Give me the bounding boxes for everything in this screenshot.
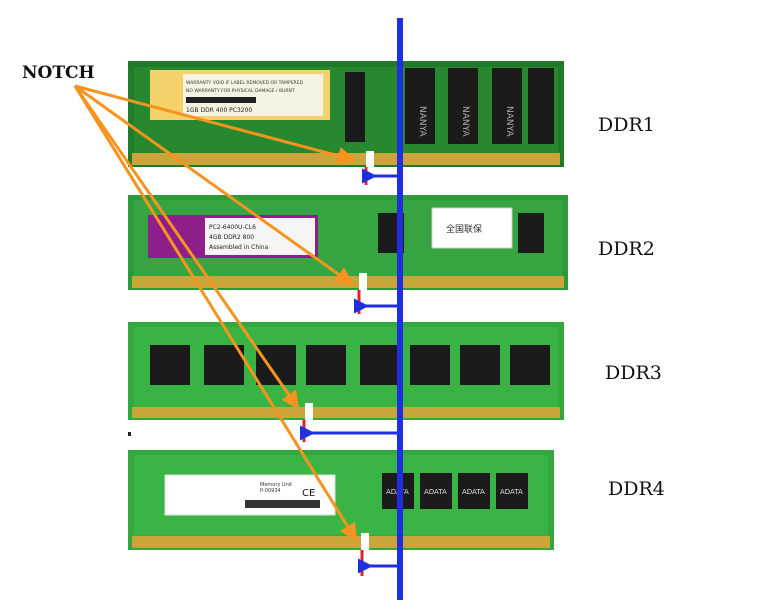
- ddr3-chip: [306, 345, 346, 385]
- ddr2-label: DDR2: [598, 238, 655, 260]
- ddr3-chip: [256, 345, 296, 385]
- notch-arrow-ddr2: [74, 84, 354, 286]
- ddr4-sticker-line2: P-00934: [260, 488, 281, 494]
- ddr3-chip: [204, 345, 244, 385]
- ddr1-sticker-line3: 1GB DDR 400 PC3200: [186, 107, 252, 114]
- ddr3-chip: [410, 345, 450, 385]
- ddr1-chip: [492, 68, 522, 144]
- ddr3-chip: [150, 345, 190, 385]
- notch-label: NOTCH: [22, 63, 95, 83]
- ddr3-chip: [360, 345, 400, 385]
- ddr4-chip: [496, 473, 528, 509]
- ddr1-chip-label: NANYA: [460, 106, 470, 137]
- ddr3-label: DDR3: [605, 362, 662, 384]
- ddr2-sticker-line1: PC2-6400U-CL6: [209, 224, 256, 231]
- notch-arrow-ddr3: [73, 85, 300, 410]
- ddr1-chip: [405, 68, 435, 144]
- notch-arrow-ddr4: [73, 85, 358, 542]
- ddr1-chip-label: NANYA: [417, 106, 427, 137]
- ddr2-notch: [359, 273, 367, 291]
- ddr3-contacts: [132, 407, 560, 418]
- ddr1-chip: [448, 68, 478, 144]
- ddr4-notch: [361, 533, 369, 551]
- ce-mark: CE: [302, 488, 315, 499]
- ddr3-module: [128, 322, 564, 421]
- ddr4-chip-label: ADATA: [462, 488, 485, 496]
- ddr4-chip-label: ADATA: [424, 488, 447, 496]
- ddr1-chip: [528, 68, 554, 144]
- ddr4-chip-label: ADATA: [500, 488, 523, 496]
- ddr1-notch: [366, 151, 374, 169]
- ddr3-chip: [460, 345, 500, 385]
- ddr3-chip: [510, 345, 550, 385]
- ddr4-sticker: [164, 474, 336, 516]
- ddr3-notch: [305, 403, 313, 421]
- ddr1-chip: [345, 72, 365, 142]
- offset-arrows: [300, 168, 398, 574]
- notch-arrows: [73, 84, 358, 542]
- ddr2-sticker-line3: Assembled in China: [209, 244, 269, 251]
- ddr4-chip: [458, 473, 490, 509]
- ddr1-sticker-line1: WARRANTY VOID IF LABEL REMOVED OR TAMPER…: [186, 80, 304, 86]
- ddr1-label: DDR1: [598, 114, 655, 136]
- ddr4-module: Memory Unit P-00934 CE ADATA ADATA ADATA…: [128, 450, 554, 551]
- ddr1-chip-label: NANYA: [504, 106, 514, 137]
- ddr4-label: DDR4: [608, 478, 665, 500]
- notch-arrow-ddr1: [74, 84, 356, 165]
- ddr1-module: WARRANTY VOID IF LABEL REMOVED OR TAMPER…: [128, 61, 564, 169]
- ddr2-sticker-line2: 4GB DDR2 800: [209, 234, 254, 241]
- ddr4-chip: [420, 473, 452, 509]
- ddr4-contacts: [132, 536, 550, 548]
- ddr2-label-sticker: [431, 207, 513, 249]
- ddr4-sticker-line1: Memory Unit: [260, 482, 292, 488]
- ddr2-label-text: 全国联保: [446, 223, 482, 235]
- ddr1-sticker-line2: NO WARRANTY FOR PHYSICAL DAMAGE / BURNT: [186, 88, 295, 94]
- ddr2-chip: [518, 213, 544, 253]
